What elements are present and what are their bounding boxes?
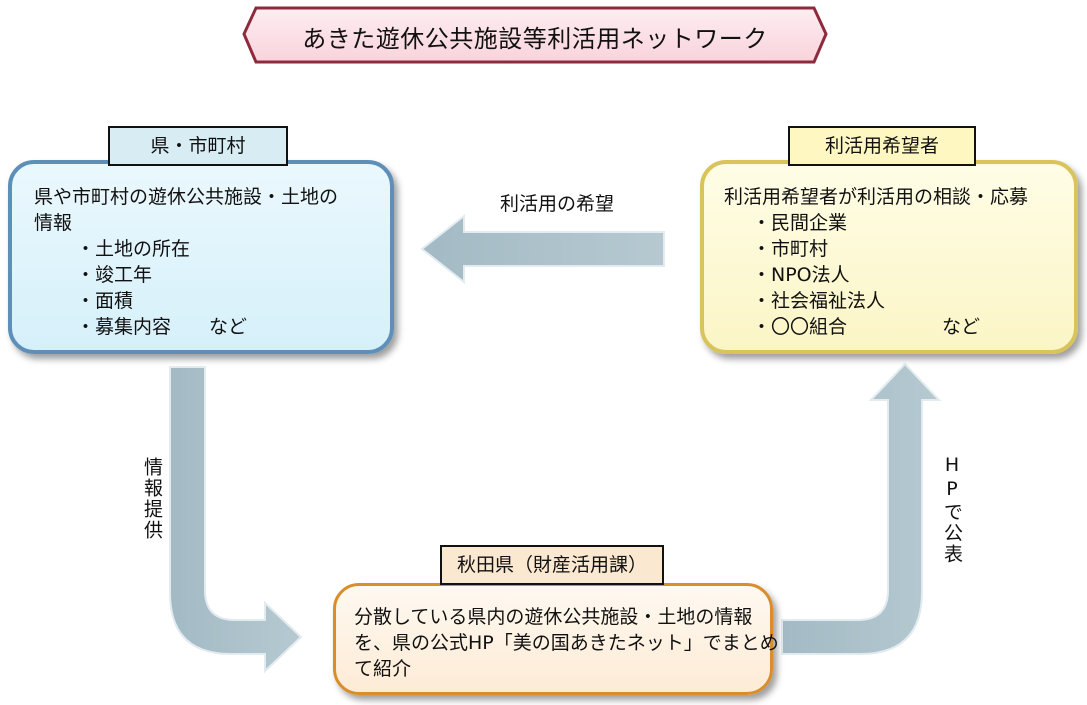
edge-label-info-provision: 情報提供: [141, 457, 163, 541]
applicants-item-municipality: ・市町村: [752, 238, 829, 260]
applicants-item-union: ・〇〇組合 など: [752, 316, 981, 338]
municipal-tag: 県・市町村: [108, 126, 288, 166]
municipal-item-area: ・面積: [76, 290, 134, 312]
arrow-down-right: [169, 366, 303, 674]
akita-desc-line-1: 分散している県内の遊休公共施設・土地の情報: [354, 606, 753, 628]
applicants-item-welfare: ・社会福祉法人: [752, 290, 886, 312]
municipal-item-completion-year: ・竣工年: [76, 264, 153, 286]
municipal-item-recruitment: ・募集内容 など: [76, 316, 248, 338]
applicants-item-private: ・民間企業: [752, 212, 848, 234]
title-banner-shape: [242, 6, 828, 64]
edge-label-hp-publish: HPで公表: [941, 454, 963, 565]
page-title: あきた遊休公共施設等利活用ネットワーク: [302, 24, 768, 53]
municipal-info-box: 県や市町村の遊休公共施設・土地の 情報 ・土地の所在 ・竣工年 ・面積 ・募集内…: [8, 160, 394, 354]
akita-desc-line-2: を、県の公式HP「美の国あきたネット」でまとめ: [354, 632, 779, 654]
municipal-desc-line-2: 情報: [34, 212, 73, 234]
applicants-desc-line: 利活用希望者が利活用の相談・応募: [724, 186, 1029, 208]
applicants-tag: 利活用希望者: [788, 126, 976, 166]
akita-prefecture-tag: 秋田県（財産活用課）: [440, 545, 664, 585]
arrow-right-up: [781, 362, 942, 655]
applicants-item-npo: ・NPO法人: [752, 264, 850, 286]
edge-label-utilization-request: 利活用の希望: [500, 193, 615, 215]
municipal-item-location: ・土地の所在: [76, 238, 191, 260]
municipal-desc-line-1: 県や市町村の遊休公共施設・土地の: [34, 186, 339, 208]
akita-prefecture-box: 分散している県内の遊休公共施設・土地の情報 を、県の公式HP「美の国あきたネット…: [333, 583, 779, 695]
applicants-box: 利活用希望者が利活用の相談・応募 ・民間企業 ・市町村 ・NPO法人 ・社会福祉…: [700, 160, 1078, 354]
arrow-left: [420, 213, 665, 285]
akita-desc-line-3: て紹介: [354, 658, 412, 680]
